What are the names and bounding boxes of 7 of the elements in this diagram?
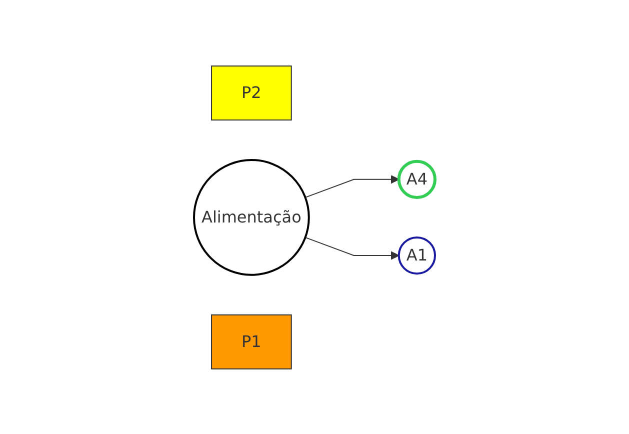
- node-circle: A4: [397, 159, 436, 198]
- node-circle: A1: [398, 236, 436, 274]
- node-box: P2: [211, 65, 292, 120]
- node-box: P1: [211, 314, 292, 369]
- arrow: [304, 236, 400, 260]
- arrow: [304, 174, 400, 198]
- node-circle: Alimentação: [193, 158, 310, 276]
